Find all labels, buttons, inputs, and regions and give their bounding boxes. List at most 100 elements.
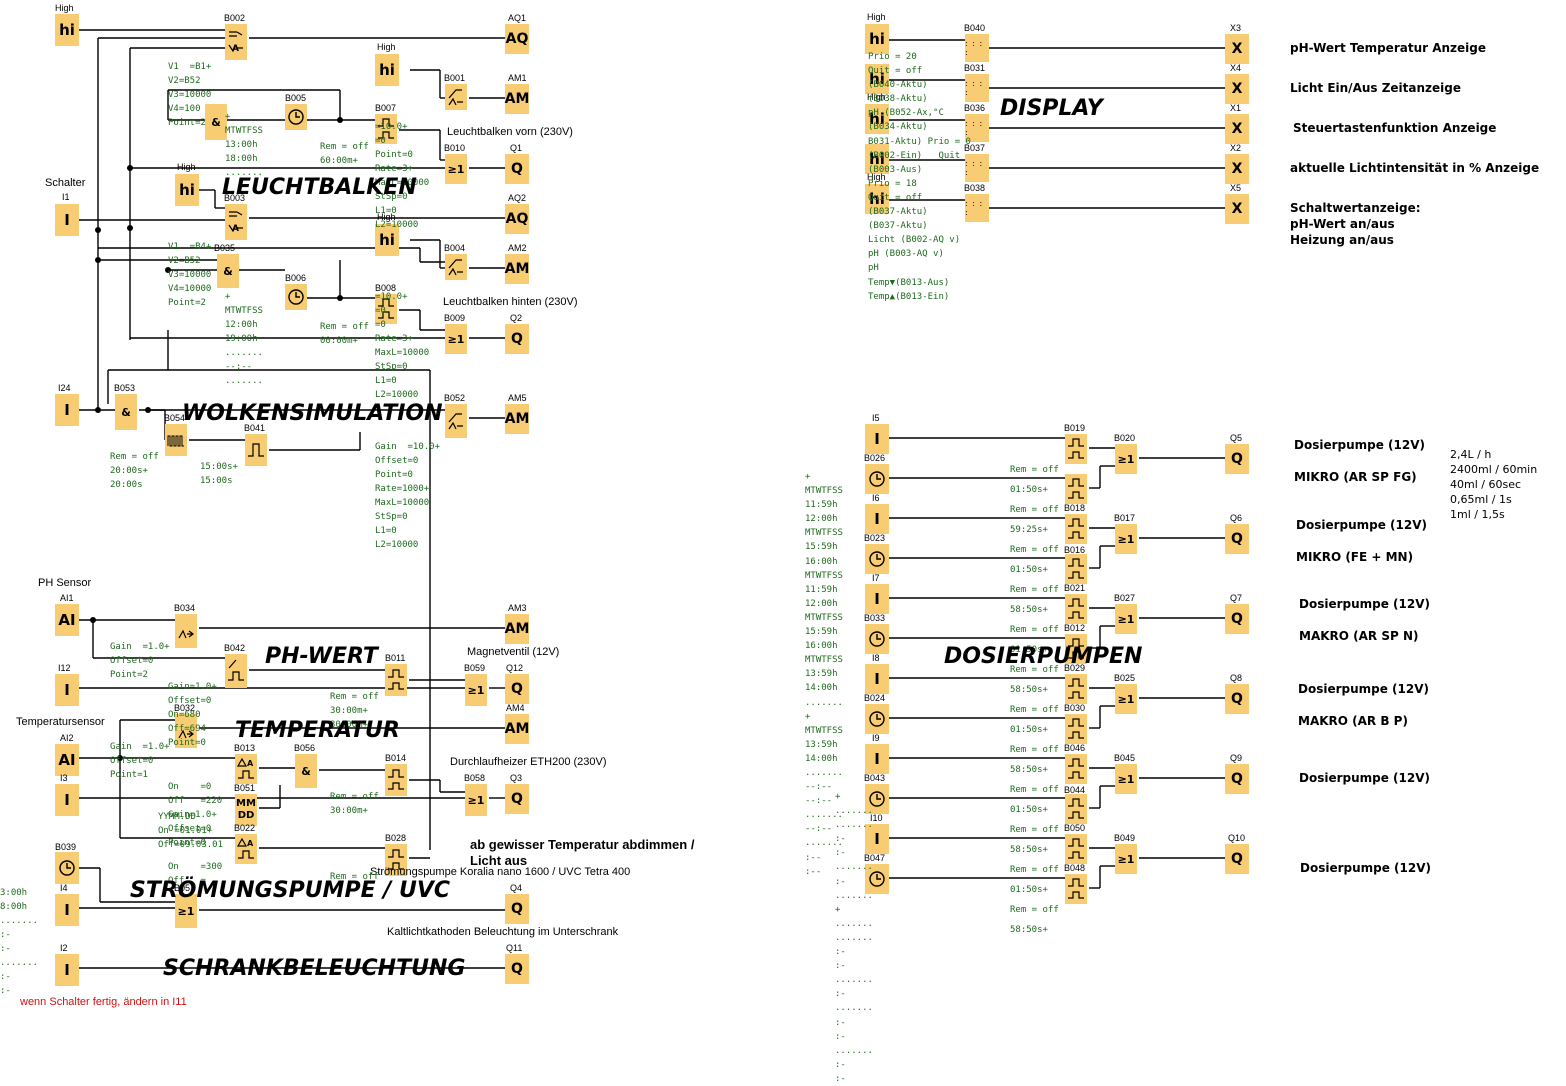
- high-block[interactable]: hi: [865, 184, 889, 214]
- analog-mux-block-b002[interactable]: A: [225, 24, 247, 60]
- pulse-block-b029[interactable]: [1065, 674, 1087, 704]
- or-block-b020[interactable]: ≥1: [1115, 444, 1137, 474]
- output-block-q9[interactable]: Q: [1225, 764, 1249, 794]
- output-block-q2[interactable]: Q: [505, 324, 529, 354]
- high-block[interactable]: hi: [865, 64, 889, 94]
- and-block-b053[interactable]: &: [115, 394, 137, 430]
- output-block-q5[interactable]: Q: [1225, 444, 1249, 474]
- output-block-q3[interactable]: Q: [505, 784, 529, 814]
- input-block-i5[interactable]: I: [865, 424, 889, 454]
- or-block-b010[interactable]: ≥1: [445, 154, 467, 184]
- pulse-block-b046[interactable]: [1065, 754, 1087, 784]
- input-block-i1[interactable]: I: [55, 204, 79, 236]
- input-block-i12[interactable]: I: [55, 674, 79, 706]
- delta-block-b013[interactable]: A: [235, 754, 257, 784]
- output-block-am5[interactable]: AM: [505, 404, 529, 434]
- date-block-b051[interactable]: MM DD: [235, 794, 257, 826]
- output-block-aq1[interactable]: AQ: [505, 24, 529, 54]
- output-block-am2[interactable]: AM: [505, 254, 529, 284]
- clock-block-b006[interactable]: [285, 284, 307, 310]
- output-block-q4[interactable]: Q: [505, 894, 529, 924]
- and-block-b056[interactable]: &: [295, 754, 317, 788]
- pulse-block-b050[interactable]: [1065, 834, 1087, 864]
- display-output-x2[interactable]: X: [1225, 154, 1249, 184]
- input-block-i6[interactable]: I: [865, 504, 889, 534]
- display-block-b031[interactable]: : : : :: [965, 74, 989, 102]
- display-output-x3[interactable]: X: [1225, 34, 1249, 64]
- output-block-q8[interactable]: Q: [1225, 684, 1249, 714]
- input-block-i8[interactable]: I: [865, 664, 889, 694]
- clock-block-b024[interactable]: [865, 704, 889, 734]
- analog-amplifier-block-b034[interactable]: [175, 614, 197, 648]
- clock-block-b039[interactable]: [55, 852, 79, 884]
- ramp-block-b001[interactable]: [445, 84, 467, 110]
- high-block[interactable]: hi: [865, 144, 889, 174]
- pulse-block-b016[interactable]: [1065, 554, 1087, 584]
- pulse-block-b044[interactable]: [1065, 794, 1087, 824]
- pulse-block-b048[interactable]: [1065, 874, 1087, 904]
- pulse-block-b015[interactable]: [1065, 474, 1087, 504]
- pulse-block-b021[interactable]: [1065, 594, 1087, 624]
- and-block-b055[interactable]: &: [205, 104, 227, 140]
- pulse-block-b019[interactable]: [1065, 434, 1087, 464]
- pulse-block-b007[interactable]: [375, 114, 397, 144]
- pulse-block-b011[interactable]: [385, 664, 407, 696]
- delta-block-b022[interactable]: A: [235, 834, 257, 864]
- display-block-b038[interactable]: : : : :: [965, 194, 989, 222]
- clock-block-b005[interactable]: [285, 104, 307, 130]
- pulse-block-b028[interactable]: [385, 844, 407, 876]
- analog-input-block-ai2[interactable]: AI: [55, 744, 79, 776]
- display-output-x1[interactable]: X: [1225, 114, 1249, 144]
- threshold-block-b042[interactable]: [225, 654, 247, 688]
- high-block[interactable]: hi: [865, 104, 889, 134]
- pulse-block-b012[interactable]: [1065, 634, 1087, 664]
- output-block-aq2[interactable]: AQ: [505, 204, 529, 234]
- pulse-block-b014[interactable]: [385, 764, 407, 796]
- high-block[interactable]: hi: [865, 24, 889, 54]
- display-block-b037[interactable]: : : : :: [965, 154, 989, 182]
- output-block-q6[interactable]: Q: [1225, 524, 1249, 554]
- output-block-am4[interactable]: AM: [505, 714, 529, 744]
- clock-block-b026[interactable]: [865, 464, 889, 494]
- or-block-b027[interactable]: ≥1: [1115, 604, 1137, 634]
- or-block-b057[interactable]: ≥1: [175, 894, 197, 928]
- input-block-i9[interactable]: I: [865, 744, 889, 774]
- output-block-q10[interactable]: Q: [1225, 844, 1249, 874]
- output-block-am3[interactable]: AM: [505, 614, 529, 644]
- input-block-i4[interactable]: I: [55, 894, 79, 926]
- display-output-x4[interactable]: X: [1225, 74, 1249, 104]
- analog-input-block-ai1[interactable]: AI: [55, 604, 79, 636]
- or-block-b045[interactable]: ≥1: [1115, 764, 1137, 794]
- clock-block-b043[interactable]: [865, 784, 889, 814]
- or-block-b025[interactable]: ≥1: [1115, 684, 1137, 714]
- or-block-b059[interactable]: ≥1: [465, 674, 487, 706]
- pulse-block-b008[interactable]: [375, 294, 397, 324]
- output-block-q11[interactable]: Q: [505, 954, 529, 984]
- output-block-am1[interactable]: AM: [505, 84, 529, 114]
- pulse-block-b018[interactable]: [1065, 514, 1087, 544]
- high-block[interactable]: hi: [375, 54, 399, 86]
- or-block-b017[interactable]: ≥1: [1115, 524, 1137, 554]
- input-block-i2[interactable]: I: [55, 954, 79, 986]
- clock-block-b033[interactable]: [865, 624, 889, 654]
- display-output-x5[interactable]: X: [1225, 194, 1249, 224]
- ramp-block-b052[interactable]: [445, 404, 467, 438]
- high-block[interactable]: hi: [55, 14, 79, 46]
- display-block-b036[interactable]: : : : :: [965, 114, 989, 142]
- input-block-i3[interactable]: I: [55, 784, 79, 816]
- input-block-i7[interactable]: I: [865, 584, 889, 614]
- or-block-b009[interactable]: ≥1: [445, 324, 467, 354]
- pulse-block-b030[interactable]: [1065, 714, 1087, 744]
- or-block-b058[interactable]: ≥1: [465, 784, 487, 816]
- random-block-b054[interactable]: [165, 424, 187, 456]
- high-block[interactable]: hi: [175, 174, 199, 206]
- or-block-b049[interactable]: ≥1: [1115, 844, 1137, 874]
- input-block-i10[interactable]: I: [865, 824, 889, 854]
- ramp-block-b004[interactable]: [445, 254, 467, 280]
- output-block-q1[interactable]: Q: [505, 154, 529, 184]
- analog-mux-block-b003[interactable]: A: [225, 204, 247, 240]
- high-block[interactable]: hi: [375, 224, 399, 256]
- input-block-i24[interactable]: I: [55, 394, 79, 426]
- and-block-b035[interactable]: &: [217, 254, 239, 288]
- output-block-q7[interactable]: Q: [1225, 604, 1249, 634]
